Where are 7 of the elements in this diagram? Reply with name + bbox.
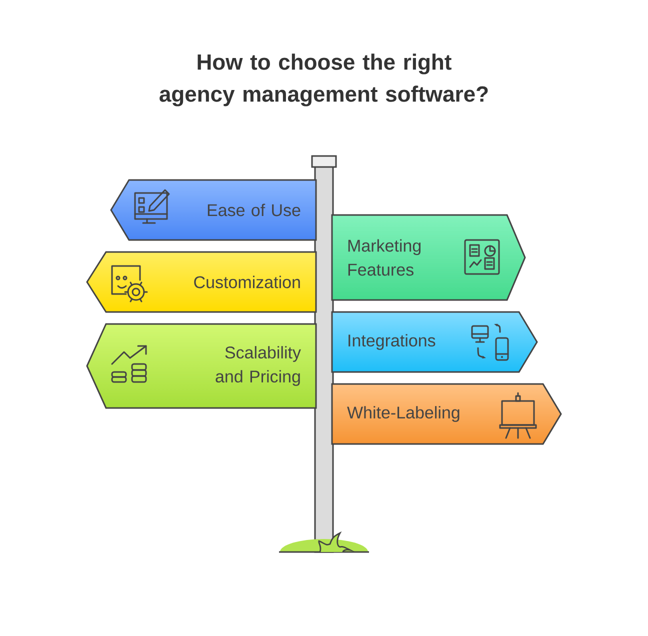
- sign-board: Ease of Use: [110, 179, 317, 241]
- sign-board: Scalability and Pricing: [86, 323, 317, 409]
- sign-board: Marketing Features: [331, 214, 526, 301]
- title: How to choose the right agency management software?: [160, 54, 488, 106]
- sign-board: White-Labeling: [331, 383, 562, 445]
- sign-board: Customization: [86, 251, 317, 313]
- sign-board: Integrations: [331, 311, 538, 373]
